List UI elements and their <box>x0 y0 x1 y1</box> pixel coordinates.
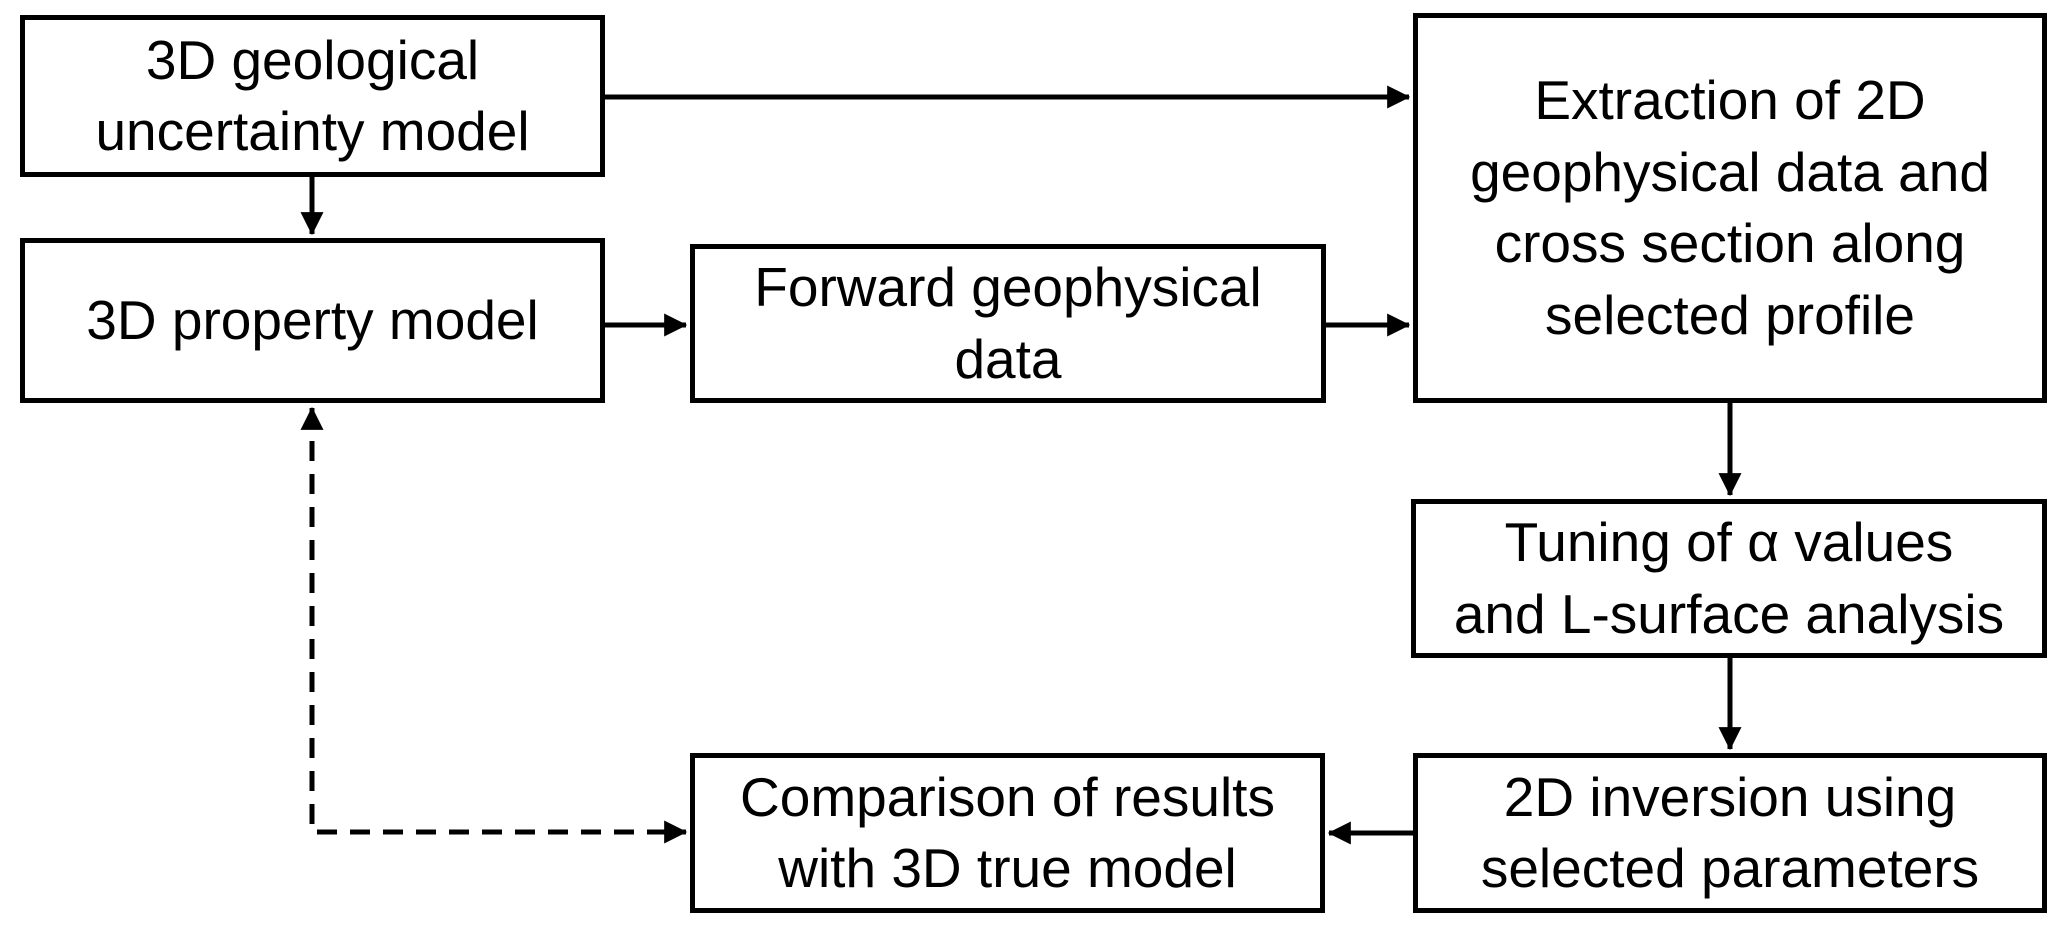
node-label: Extraction of 2D geophysical data and cr… <box>1470 69 1990 346</box>
node-label: Comparison of results with 3D true model <box>740 765 1275 900</box>
box-comparison-results: Comparison of results with 3D true model <box>690 753 1325 913</box>
box-tuning-alpha-values: Tuning of α values and L-surface analysi… <box>1411 499 2047 658</box>
box-forward-geophysical-data: Forward geophysical data <box>690 244 1326 403</box>
node-label: 3D property model <box>86 288 539 351</box>
node-label: Tuning of α values and L-surface analysi… <box>1453 511 2005 645</box>
box-3d-geological-uncertainty-model: 3D geological uncertainty model <box>20 15 605 177</box>
node-label: 2D inversion using selected parameters <box>1480 765 1980 900</box>
node-label: Forward geophysical data <box>754 256 1262 390</box>
box-extraction-of-2d-data: Extraction of 2D geophysical data and cr… <box>1413 13 2047 403</box>
node-label: 3D geological uncertainty model <box>95 28 530 163</box>
arrow-comparison-to-property-feedback <box>300 406 688 844</box>
box-2d-inversion: 2D inversion using selected parameters <box>1413 753 2047 913</box>
box-3d-property-model: 3D property model <box>20 238 605 403</box>
